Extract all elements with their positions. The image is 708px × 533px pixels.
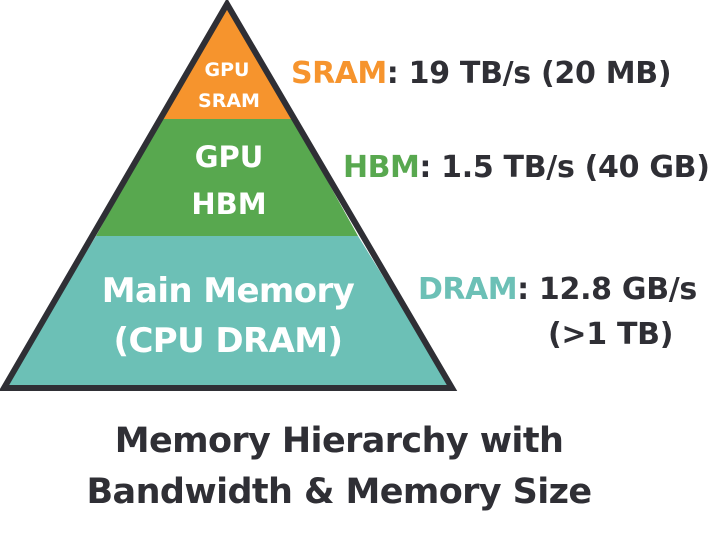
dram-spec: DRAM: 12.8 GB/s	[418, 275, 697, 305]
sram-spec: SRAM: 19 TB/s (20 MB)	[291, 56, 672, 91]
dram-tier	[4, 236, 452, 388]
hbm-spec-key: HBM	[343, 150, 420, 185]
sram-tier-label-line2: SRAM	[198, 90, 260, 112]
sram-spec-key: SRAM	[291, 56, 387, 91]
hbm-tier	[96, 119, 358, 236]
hbm-tier-label-line2: HBM	[191, 187, 266, 221]
dram-spec-capacity: (>1 TB)	[548, 317, 674, 352]
dram-spec-value: : 12.8 GB/s	[517, 272, 697, 307]
hbm-spec: HBM: 1.5 TB/s (40 GB)	[343, 153, 708, 183]
pyramid-outline	[0, 0, 458, 391]
hbm-tier-label-line1: GPU	[195, 140, 264, 174]
caption-line-1: Memory Hierarchy with	[114, 421, 564, 461]
dram-tier-label-line2: (CPU DRAM)	[114, 321, 343, 361]
memory-pyramid: GPU SRAM GPU HBM Main Memory (CPU DRAM)	[0, 0, 458, 391]
caption-line-2: Bandwidth & Memory Size	[86, 472, 592, 512]
dram-spec-key: DRAM	[418, 272, 518, 307]
sram-tier	[161, 4, 293, 119]
dram-tier-label-line1: Main Memory	[102, 271, 355, 311]
sram-tier-label-line1: GPU	[205, 59, 250, 81]
hbm-spec-value: : 1.5 TB/s (40 GB)	[419, 150, 708, 185]
sram-spec-value: : 19 TB/s (20 MB)	[386, 56, 672, 91]
